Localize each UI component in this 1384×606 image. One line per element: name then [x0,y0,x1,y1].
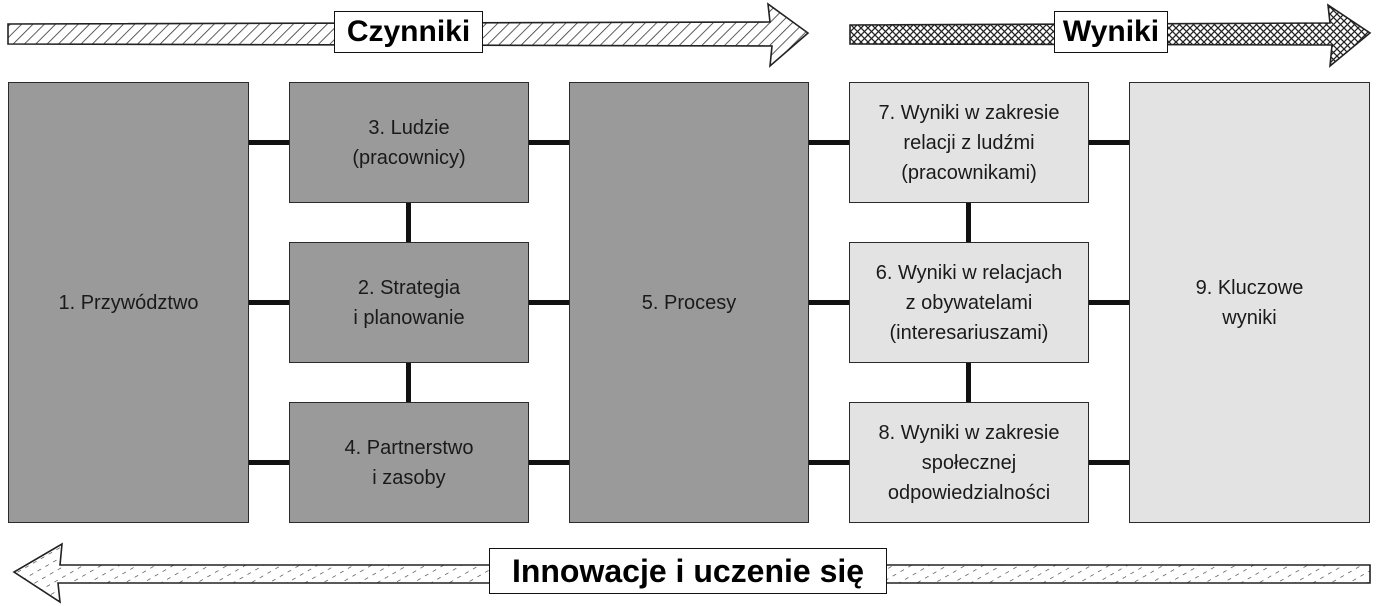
connector [406,202,411,244]
box-society-results: 8. Wyniki w zakresie społecznej odpowied… [849,402,1089,523]
connector [966,362,971,404]
box-key-results-label: 9. Kluczowe wyniki [1195,276,1304,329]
box-processes-label: 5. Procesy [641,291,737,314]
connector [1088,140,1130,145]
connector [528,140,570,145]
box-people: 3. Ludzie (pracownicy) [289,82,529,203]
box-partnerships: 4. Partnerstwo i zasoby [289,402,529,523]
innovation-label: Innowacje i uczenie się [489,548,887,594]
box-people-results: 7. Wyniki w zakresie relacji z ludźmi (p… [849,82,1089,203]
connector [406,362,411,404]
connector [808,460,850,465]
results-label: Wyniki [1054,11,1168,53]
box-strategy: 2. Strategia i planowanie [289,242,529,363]
factors-label: Czynniki [334,11,483,53]
connector [808,300,850,305]
connector [528,300,570,305]
connector [528,460,570,465]
box-leadership: 1. Przywództwo [8,82,249,523]
connector [248,460,290,465]
connector [1088,460,1130,465]
box-people-label: 3. Ludzie (pracownicy) [352,116,466,169]
box-leadership-label: 1. Przywództwo [58,291,199,314]
connector [248,300,290,305]
box-partnerships-label: 4. Partnerstwo i zasoby [344,436,474,489]
connector [966,202,971,244]
connector [808,140,850,145]
box-citizen-results: 6. Wyniki w relacjach z obywatelami (int… [849,242,1089,363]
box-people-results-label: 7. Wyniki w zakresie relacji z ludźmi (p… [878,101,1060,184]
box-key-results: 9. Kluczowe wyniki [1129,82,1370,523]
box-processes: 5. Procesy [569,82,809,523]
connector [1088,300,1130,305]
box-citizen-results-label: 6. Wyniki w relacjach z obywatelami (int… [875,261,1063,344]
connector [248,140,290,145]
box-strategy-label: 2. Strategia i planowanie [353,276,465,329]
box-society-results-label: 8. Wyniki w zakresie społecznej odpowied… [878,421,1060,504]
